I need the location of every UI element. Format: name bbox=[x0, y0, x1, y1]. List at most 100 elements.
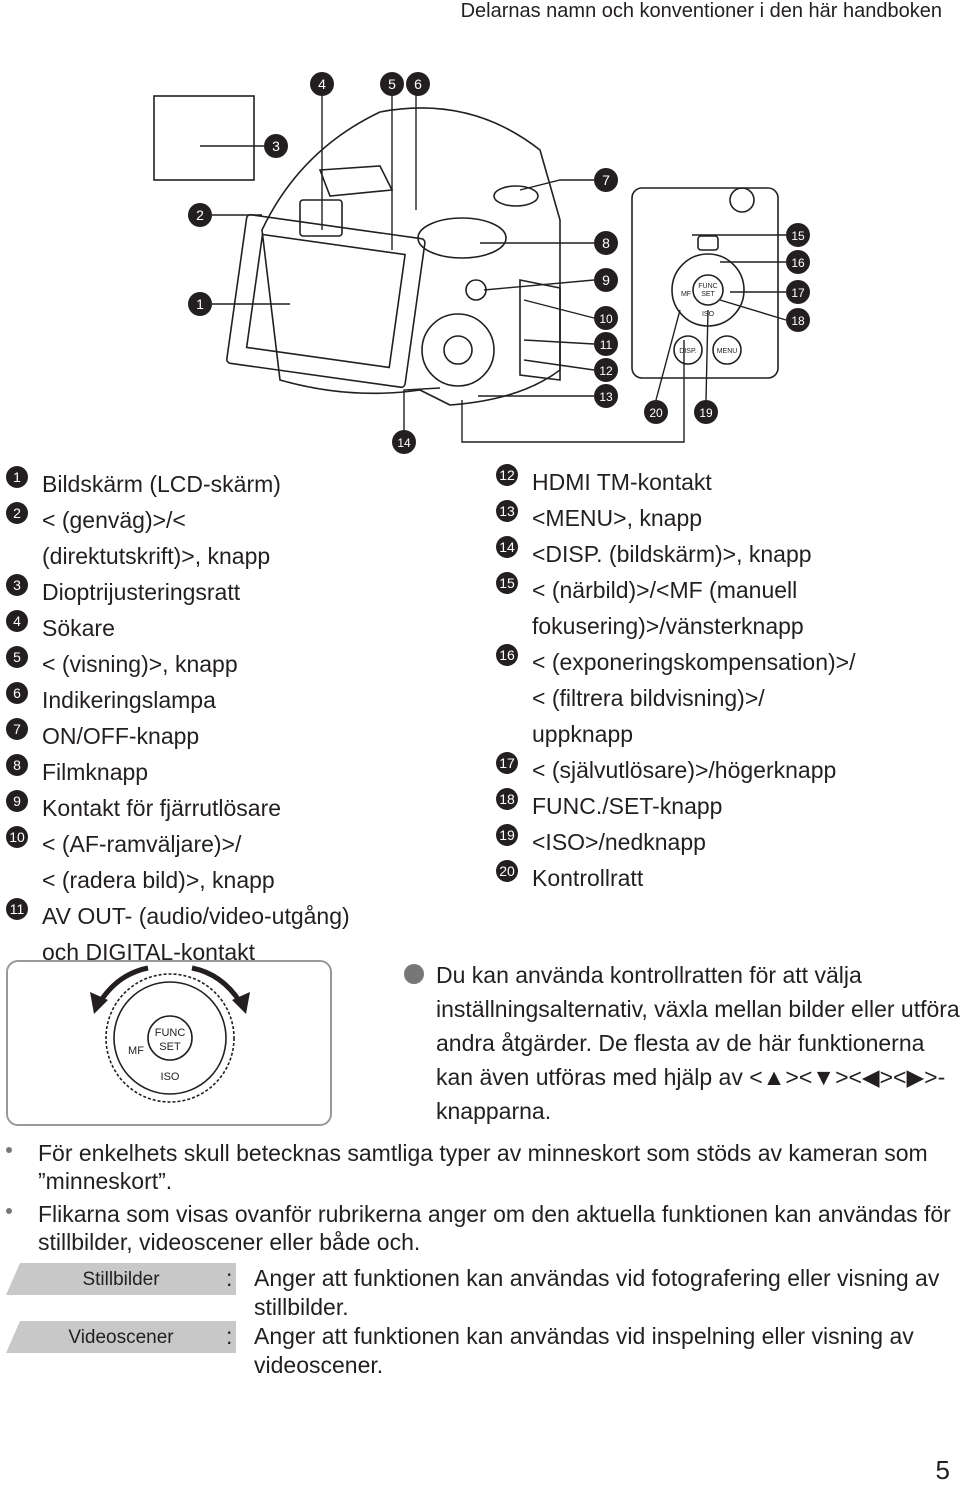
part-label: FUNC./SET-knapp bbox=[532, 793, 723, 819]
part-number: 3 bbox=[6, 574, 28, 596]
part-label-continued: fokusering)>/vänsterknapp bbox=[532, 613, 804, 639]
part-number: 10 bbox=[6, 826, 28, 848]
tab-label-stillbilder: Stillbilder bbox=[6, 1263, 236, 1295]
part-number: 4 bbox=[6, 610, 28, 632]
inset-disp-label: DISP. bbox=[679, 348, 696, 355]
callout-8: 8 bbox=[594, 231, 618, 255]
callout-20: 20 bbox=[644, 400, 668, 424]
callout-17: 17 bbox=[786, 280, 810, 304]
camera-body-outline bbox=[261, 107, 561, 406]
svg-text:12: 12 bbox=[599, 364, 613, 378]
part-label-continued: (direktutskrift)>, knapp bbox=[42, 543, 271, 569]
svg-text:3: 3 bbox=[272, 138, 280, 154]
part-item: 13 <MENU>, knapp bbox=[496, 500, 956, 536]
svg-text:15: 15 bbox=[791, 229, 805, 243]
tab-description: : Anger att funktionen kan användas vid … bbox=[226, 1322, 946, 1380]
part-label: AV OUT- (audio/video-utgång) bbox=[42, 903, 350, 929]
part-item: 9 Kontakt för fjärrutlösare bbox=[6, 790, 466, 826]
dial-func-label: FUNC bbox=[155, 1027, 186, 1039]
page-header: Delarnas namn och konventioner i den här… bbox=[460, 0, 942, 22]
part-item: 14<DISP. (bildskärm)>, knapp bbox=[496, 536, 956, 572]
part-label: <DISP. (bildskärm)>, knapp bbox=[532, 541, 812, 567]
part-item: 7 ON/OFF-knapp bbox=[6, 718, 466, 754]
part-number: 18 bbox=[496, 788, 518, 810]
part-label: Bildskärm (LCD-skärm) bbox=[42, 471, 281, 497]
part-item: 17< (självutlösare)>/högerknapp bbox=[496, 752, 956, 788]
part-number: 7 bbox=[6, 718, 28, 740]
bullet-dot-icon bbox=[6, 1147, 12, 1153]
part-item: 2 < (genväg)>/< bbox=[6, 502, 466, 538]
part-number: 11 bbox=[6, 898, 28, 920]
callout-12: 12 bbox=[594, 358, 618, 382]
tab-label-text: Videoscener bbox=[68, 1327, 174, 1348]
inset-menu-label: MENU bbox=[717, 348, 738, 355]
part-number: 9 bbox=[6, 790, 28, 812]
part-number: 6 bbox=[6, 682, 28, 704]
part-number: 2 bbox=[6, 502, 28, 524]
control-dial-note: Du kan använda kontrollratten för att vä… bbox=[404, 958, 960, 1128]
part-label: < (genväg)>/< bbox=[42, 507, 186, 533]
part-label: Kontakt för fjärrutlösare bbox=[42, 795, 282, 821]
inset-mf-label: MF bbox=[681, 291, 691, 298]
part-number: 13 bbox=[496, 500, 518, 522]
callout-6: 6 bbox=[406, 72, 430, 96]
callout-4: 4 bbox=[310, 72, 334, 96]
svg-text:10: 10 bbox=[599, 312, 613, 326]
dial-set-label: SET bbox=[159, 1041, 181, 1053]
part-label: Dioptrijusteringsratt bbox=[42, 579, 241, 605]
callout-16: 16 bbox=[786, 250, 810, 274]
part-number: 20 bbox=[496, 860, 518, 882]
part-item: 11 AV OUT- (audio/video-utgång) bbox=[6, 898, 466, 934]
svg-text:5: 5 bbox=[388, 76, 396, 92]
inset-iso-label: ISO bbox=[702, 311, 715, 318]
part-label: < (visning)>, knapp bbox=[42, 651, 238, 677]
callout-14: 14 bbox=[392, 430, 416, 454]
svg-text:9: 9 bbox=[602, 272, 610, 288]
svg-text:20: 20 bbox=[649, 406, 663, 420]
part-number: 12 bbox=[496, 464, 518, 486]
page-number: 5 bbox=[935, 1455, 950, 1485]
part-item: 18 FUNC./SET-knapp bbox=[496, 788, 956, 824]
inset-rear-controls bbox=[631, 187, 779, 379]
part-label: Filmknapp bbox=[42, 759, 149, 785]
callout-19: 19 bbox=[694, 400, 718, 424]
svg-text:16: 16 bbox=[791, 256, 805, 270]
inset-viewfinder-detail bbox=[153, 95, 255, 181]
part-number: 15 bbox=[496, 572, 518, 594]
part-number: 5 bbox=[6, 646, 28, 668]
callout-markers: 1 2 3 4 5 6 7 8 9 10 11 12 13 14 15 16 1… bbox=[188, 72, 810, 454]
control-dial-note-text: Du kan använda kontrollratten för att vä… bbox=[436, 962, 960, 1124]
tab-description: : Anger att funktionen kan användas vid … bbox=[226, 1264, 946, 1322]
part-label-continued: < (radera bild)>, knapp bbox=[42, 867, 275, 893]
svg-text:11: 11 bbox=[600, 338, 613, 352]
svg-text:13: 13 bbox=[599, 390, 613, 404]
mode-dial bbox=[417, 217, 507, 259]
part-label: ON/OFF-knapp bbox=[42, 723, 200, 749]
bullet-item: Flikarna som visas ovanför rubrikerna an… bbox=[6, 1200, 956, 1256]
callout-2: 2 bbox=[188, 203, 212, 227]
callout-1: 1 bbox=[188, 292, 212, 316]
bullet-icon bbox=[404, 964, 424, 984]
part-number: 16 bbox=[496, 644, 518, 666]
part-item: 5 < (visning)>, knapp bbox=[6, 646, 466, 682]
tab-label-videoscener: Videoscener bbox=[6, 1321, 236, 1353]
svg-text:6: 6 bbox=[414, 76, 422, 92]
part-label: <MENU>, knapp bbox=[532, 505, 703, 531]
part-label: Indikeringslampa bbox=[42, 687, 216, 713]
part-label: <ISO>/nedknapp bbox=[532, 829, 706, 855]
part-label-continued: < (filtrera bildvisning)>/ bbox=[532, 685, 765, 711]
svg-text:1: 1 bbox=[196, 296, 204, 312]
svg-text:2: 2 bbox=[196, 207, 204, 223]
bullet-item: För enkelhets skull betecknas samtliga t… bbox=[6, 1139, 956, 1195]
inset-disp-button bbox=[673, 335, 703, 365]
part-item: 19<ISO>/nedknapp bbox=[496, 824, 956, 860]
callout-10: 10 bbox=[594, 306, 618, 330]
svg-text:18: 18 bbox=[791, 314, 805, 328]
part-item: 6 Indikeringslampa bbox=[6, 682, 466, 718]
rear-control-dial bbox=[421, 313, 495, 387]
part-label: Kontrollratt bbox=[532, 865, 644, 891]
